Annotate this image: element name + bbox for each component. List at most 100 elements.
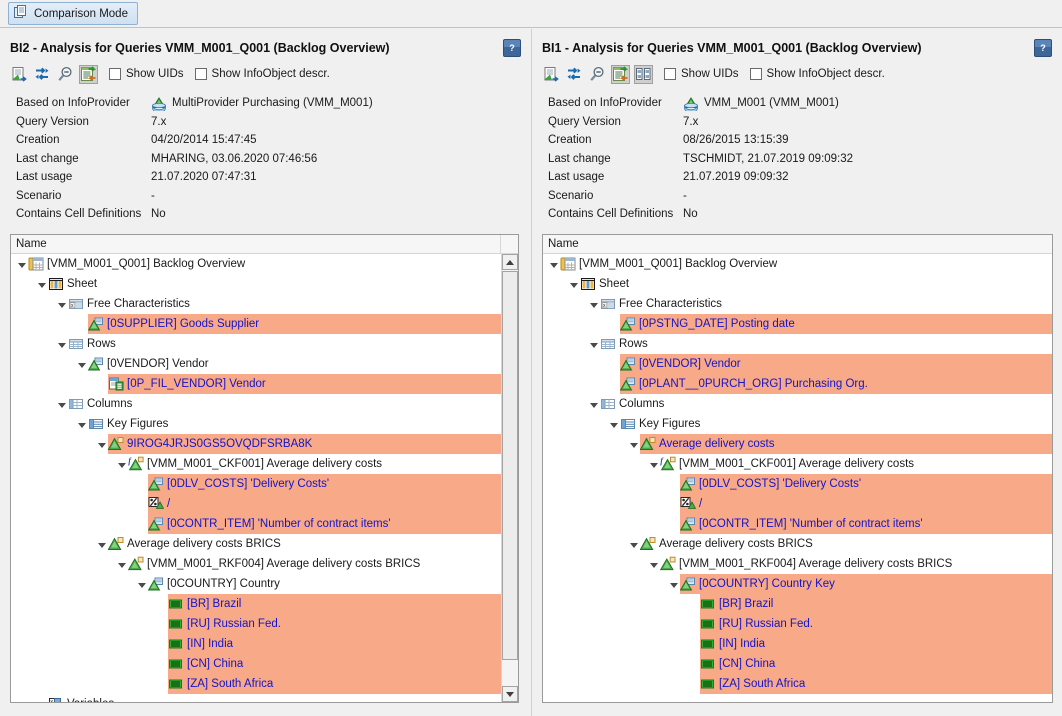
expand-triangle-icon[interactable]	[95, 534, 108, 554]
tree-node[interactable]: Rows	[587, 334, 1052, 354]
tree-node[interactable]: [VMM_M001_RKF004] Average delivery costs…	[647, 554, 1052, 574]
tree-node[interactable]: /	[135, 494, 518, 514]
tree-node-label: [0PSTNG_DATE] Posting date	[639, 318, 795, 330]
tree-node[interactable]: f[VMM_M001_CKF001] Average delivery cost…	[647, 454, 1052, 474]
tree-node[interactable]: [BR] Brazil	[155, 594, 518, 614]
column-header-name[interactable]: Name	[11, 235, 501, 253]
expand-triangle-icon[interactable]	[115, 554, 128, 574]
help-question-icon[interactable]	[503, 39, 521, 57]
expand-triangle-icon[interactable]	[587, 394, 600, 414]
grid-compare-icon[interactable]	[634, 64, 653, 84]
expand-triangle-icon[interactable]	[607, 414, 620, 434]
expand-triangle-icon[interactable]	[55, 334, 68, 354]
checkbox-show-uids[interactable]: Show UIDs	[109, 68, 184, 80]
tree-node[interactable]: [0COUNTRY] Country Key	[667, 574, 1052, 594]
tree-node[interactable]: [0DLV_COSTS] 'Delivery Costs'	[667, 474, 1052, 494]
expand-triangle-icon[interactable]	[667, 574, 680, 594]
tree-node[interactable]: Rows	[55, 334, 518, 354]
tree-node[interactable]: [CN] China	[687, 654, 1052, 674]
tree-node-label: [RU] Russian Fed.	[719, 618, 813, 630]
transfer-arrows-icon[interactable]	[565, 65, 584, 84]
tree-node[interactable]: Sheet	[35, 274, 518, 294]
member-icon	[700, 636, 716, 652]
tree-node[interactable]: [0CONTR_ITEM] 'Number of contract items'	[667, 514, 1052, 534]
expand-triangle-icon[interactable]	[647, 554, 660, 574]
expand-triangle-icon[interactable]	[587, 294, 600, 314]
tree-header: Name	[543, 235, 1052, 254]
free-chars-icon: x	[68, 296, 84, 312]
tree-node[interactable]: Columns	[55, 394, 518, 414]
expand-triangle-icon[interactable]	[15, 254, 28, 274]
tree-node[interactable]: Columns	[587, 394, 1052, 414]
tree-node[interactable]: Average delivery costs	[627, 434, 1052, 454]
expand-triangle-icon[interactable]	[75, 414, 88, 434]
tree-node[interactable]: [IN] India	[687, 634, 1052, 654]
tree-node[interactable]: [0SUPPLIER] Goods Supplier	[75, 314, 518, 334]
tree-node[interactable]: f[VMM_M001_CKF001] Average delivery cost…	[115, 454, 518, 474]
tree-node[interactable]: [0VENDOR] Vendor	[75, 354, 518, 374]
expand-triangle-icon[interactable]	[627, 434, 640, 454]
tree-node[interactable]: Average delivery costs BRICS	[95, 534, 518, 554]
tree-node[interactable]: Key Figures	[607, 414, 1052, 434]
tree-node[interactable]: [0CONTR_ITEM] 'Number of contract items'	[135, 514, 518, 534]
expand-triangle-icon[interactable]	[55, 294, 68, 314]
expand-triangle-icon[interactable]	[567, 274, 580, 294]
comparison-mode-button[interactable]: Comparison Mode	[8, 2, 138, 25]
tree-node[interactable]: [RU] Russian Fed.	[687, 614, 1052, 634]
document-arrow-icon[interactable]	[611, 64, 630, 84]
checkbox-box[interactable]	[109, 68, 121, 80]
tree-node[interactable]: [RU] Russian Fed.	[155, 614, 518, 634]
scroll-up-button[interactable]	[502, 254, 518, 270]
help-question-icon[interactable]	[1034, 39, 1052, 57]
transfer-arrows-icon[interactable]	[33, 65, 52, 84]
export-document-icon[interactable]	[542, 65, 561, 84]
tree-node[interactable]: /	[667, 494, 1052, 514]
expand-triangle-icon[interactable]	[587, 334, 600, 354]
checkbox-show-uids[interactable]: Show UIDs	[664, 68, 739, 80]
scroll-down-button[interactable]	[502, 686, 518, 702]
expand-triangle-icon[interactable]	[75, 354, 88, 374]
expand-triangle-icon[interactable]	[35, 694, 48, 702]
tree-node[interactable]: Sheet	[567, 274, 1052, 294]
checkbox-box[interactable]	[664, 68, 676, 80]
tree-node[interactable]: [0VENDOR] Vendor	[607, 354, 1052, 374]
tree-node[interactable]: Key Figures	[75, 414, 518, 434]
expand-triangle-icon[interactable]	[95, 434, 108, 454]
scrollbar-thumb[interactable]	[502, 271, 518, 660]
expand-triangle-icon[interactable]	[115, 454, 128, 474]
tree-node[interactable]: [CN] China	[155, 654, 518, 674]
tree-node[interactable]: [0PLANT__0PURCH_ORG] Purchasing Org.	[607, 374, 1052, 394]
checkbox-box[interactable]	[194, 68, 207, 80]
checkbox-show-infoobject-descr[interactable]: Show InfoObject descr.	[194, 68, 330, 80]
expand-triangle-icon[interactable]	[55, 394, 68, 414]
tree-node[interactable]: [ZA] South Africa	[155, 674, 518, 694]
document-arrow-icon[interactable]	[79, 64, 98, 84]
tree-node[interactable]: [0P_FIL_VENDOR] Vendor	[95, 374, 518, 394]
tree-node[interactable]: [ZA] South Africa	[687, 674, 1052, 694]
magnifier-minus-icon[interactable]	[56, 65, 75, 84]
tree-node[interactable]: 9IROG4JRJS0GS5OVQDFSRBA8K	[95, 434, 518, 454]
export-document-icon[interactable]	[10, 65, 29, 84]
tree-node[interactable]: [IN] India	[155, 634, 518, 654]
expand-triangle-icon[interactable]	[135, 574, 148, 594]
tree-node[interactable]: [0PSTNG_DATE] Posting date	[607, 314, 1052, 334]
column-header-name[interactable]: Name	[548, 238, 579, 250]
tree-node[interactable]: [VMM_M001_Q001] Backlog Overview	[15, 254, 518, 274]
tree-node[interactable]: [0COUNTRY] Country	[135, 574, 518, 594]
tree-node[interactable]: [BR] Brazil	[687, 594, 1052, 614]
checkbox-show-infoobject-descr[interactable]: Show InfoObject descr.	[749, 68, 885, 80]
expand-triangle-icon[interactable]	[547, 254, 560, 274]
magnifier-minus-icon[interactable]	[588, 65, 607, 84]
checkbox-box[interactable]	[749, 68, 762, 80]
expand-triangle-icon[interactable]	[647, 454, 660, 474]
tree-node[interactable]: xVariables	[35, 694, 518, 702]
tree-node[interactable]: [0DLV_COSTS] 'Delivery Costs'	[135, 474, 518, 494]
expand-triangle-icon[interactable]	[35, 274, 48, 294]
expand-triangle-icon[interactable]	[627, 534, 640, 554]
tree-node[interactable]: [VMM_M001_Q001] Backlog Overview	[547, 254, 1052, 274]
tree-node[interactable]: [VMM_M001_RKF004] Average delivery costs…	[115, 554, 518, 574]
tree-vertical-scrollbar[interactable]	[501, 254, 518, 702]
tree-node[interactable]: Average delivery costs BRICS	[627, 534, 1052, 554]
